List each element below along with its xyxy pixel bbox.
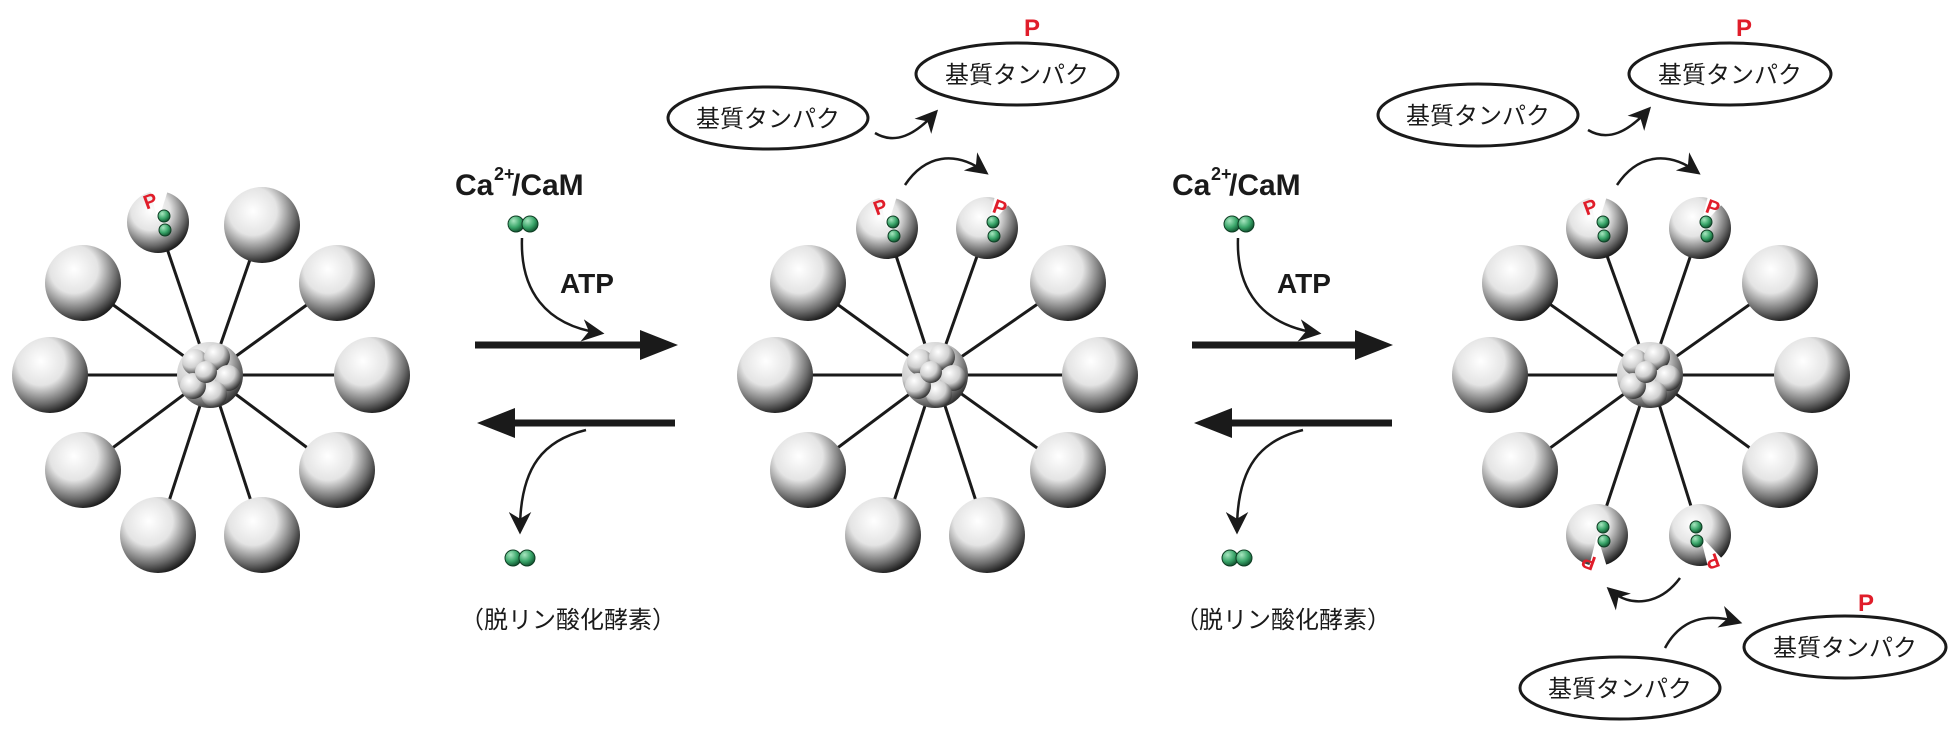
calmodulin-dimer	[507, 215, 539, 233]
hub	[177, 342, 243, 408]
calmodulin-text: Ca	[455, 169, 494, 202]
substrate-arrow	[874, 109, 939, 140]
substrate-label: 基質タンパク	[1406, 102, 1550, 130]
phosphatase-label: （脱リン酸化酵素）	[460, 606, 676, 634]
substrate-label: 基質タンパク	[1658, 61, 1802, 89]
calmodulin-text: Ca	[1172, 169, 1211, 202]
hub	[902, 342, 968, 408]
active-subunit-right: P	[956, 196, 1018, 259]
substrate-phosphorylated-upper: 基質タンパク P	[1627, 15, 1833, 107]
substrate-label: 基質タンパク	[1773, 634, 1917, 662]
calmodulin-suffix: /CaM	[1229, 169, 1301, 202]
calmodulin-dimer	[1223, 215, 1255, 233]
atp-label: ATP	[560, 268, 614, 299]
calmodulin-superscript: 2+	[1211, 164, 1232, 184]
reaction-1: Ca 2+ /CaM ATP （脱リン酸化酵素）	[455, 164, 678, 634]
substrate-arrow-lower	[1663, 606, 1743, 649]
forward-arrowhead	[640, 330, 678, 360]
forward-arrowhead	[1355, 330, 1393, 360]
calmodulin-superscript: 2+	[494, 164, 515, 184]
phospho-mark: P	[1858, 590, 1874, 617]
release-arrow	[508, 428, 587, 535]
active-subunit-left: P	[856, 195, 918, 259]
released-calmodulin	[1221, 549, 1253, 567]
phosphatase-label: （脱リン酸化酵素）	[1175, 606, 1391, 634]
substrate-unphosphorylated-lower: 基質タンパク	[1518, 655, 1722, 721]
substrate-arrow-upper	[1587, 106, 1652, 137]
active-subunit-top-right: P	[1669, 196, 1731, 259]
atp-label: ATP	[1277, 268, 1331, 299]
released-calmodulin	[504, 549, 536, 567]
reverse-arrowhead	[477, 408, 515, 438]
phospho-mark: P	[1024, 15, 1040, 42]
holoenzyme-autophosphorylated: P P P P	[1376, 15, 1948, 721]
hub	[1617, 342, 1683, 408]
substrate-label: 基質タンパク	[945, 61, 1089, 89]
substrate-phosphorylated: 基質タンパク P	[914, 15, 1120, 107]
active-subunit-bottom-left: P	[1566, 504, 1628, 574]
calmodulin-label: Ca 2+ /CaM	[455, 164, 584, 202]
binding-arrow	[520, 237, 605, 342]
release-arrow	[1225, 428, 1304, 535]
inter-subunit-arrow	[903, 152, 989, 186]
holoenzyme-partially-phosphorylated: P P 基質タンパク 基質タンパク P	[666, 15, 1138, 573]
inter-subunit-arrow-bottom	[1606, 577, 1682, 611]
inter-subunit-arrow-top	[1615, 152, 1701, 186]
active-subunit-top-left: P	[1566, 195, 1628, 259]
substrate-label: 基質タンパク	[1548, 675, 1692, 703]
active-subunit-bottom-right: P	[1669, 504, 1731, 573]
binding-arrow	[1236, 237, 1322, 342]
kinase-subunits	[1452, 245, 1850, 508]
calmodulin-suffix: /CaM	[512, 169, 584, 202]
kinase-subunits	[12, 187, 410, 573]
phospho-mark: P	[1736, 15, 1752, 42]
substrate-label: 基質タンパク	[696, 105, 840, 133]
calmodulin-label: Ca 2+ /CaM	[1172, 164, 1301, 202]
active-subunit: P	[127, 189, 189, 253]
reaction-2: Ca 2+ /CaM ATP （脱リン酸化酵素）	[1172, 164, 1393, 634]
substrate-phosphorylated-lower: 基質タンパク P	[1742, 590, 1948, 680]
holoenzyme-unphosphorylated: P	[12, 187, 410, 573]
reverse-arrowhead	[1194, 408, 1232, 438]
kinase-subunits	[737, 245, 1138, 573]
substrate-unphosphorylated: 基質タンパク	[666, 85, 870, 151]
substrate-unphosphorylated-upper: 基質タンパク	[1376, 82, 1580, 148]
